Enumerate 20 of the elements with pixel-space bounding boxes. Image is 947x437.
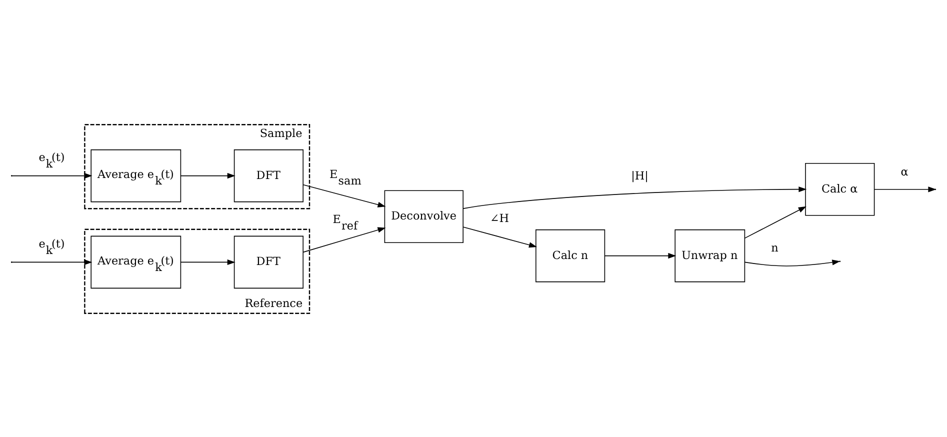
edge-label: n — [771, 241, 778, 254]
arrow — [180, 172, 236, 178]
node-box: Unwrap n — [674, 228, 746, 282]
arrow — [462, 186, 807, 208]
arrow — [180, 258, 236, 264]
arrow — [604, 252, 676, 258]
arrow — [12, 258, 92, 264]
arrow — [462, 226, 537, 248]
edge-label: ∠H — [490, 211, 510, 224]
edge-label: |H| — [631, 169, 648, 182]
arrow — [302, 226, 386, 252]
node-box: Calc n — [536, 228, 606, 282]
arrow — [744, 206, 806, 238]
node-box: Calc α — [805, 162, 875, 216]
arrow — [302, 184, 386, 207]
arrow — [12, 172, 92, 178]
node-box: DFT — [234, 148, 304, 202]
node-box: Deconvolve — [384, 190, 464, 242]
node-box: DFT — [234, 235, 304, 288]
edge-label: α — [900, 165, 908, 178]
